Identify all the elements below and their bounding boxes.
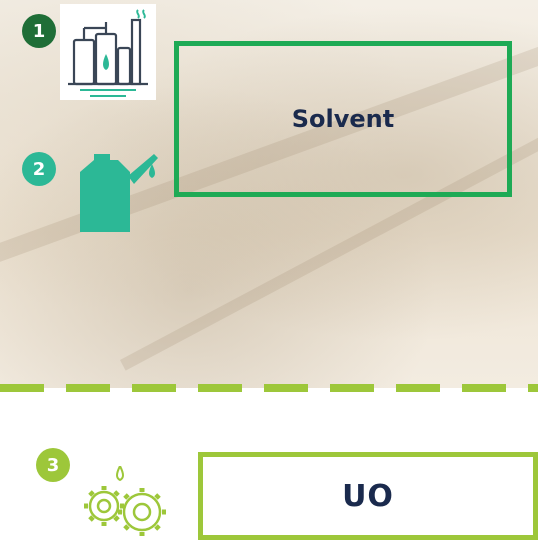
step-2-number: 2 (32, 158, 46, 180)
step-1-number: 1 (32, 20, 46, 42)
refinery-tile (60, 4, 156, 100)
gears-icon (84, 466, 166, 536)
step-2-badge: 2 (22, 152, 56, 186)
jerrycan-icon (80, 154, 158, 232)
uo-box: UO (198, 452, 538, 540)
refinery-icon (68, 9, 148, 97)
dashed-divider (0, 384, 538, 392)
uo-label: UO (342, 478, 394, 514)
step-1-badge: 1 (22, 14, 56, 48)
step-3-number: 3 (46, 454, 60, 476)
solvent-box: Solvent (174, 41, 512, 197)
solvent-label: Solvent (291, 105, 395, 133)
step-3-badge: 3 (36, 448, 70, 482)
